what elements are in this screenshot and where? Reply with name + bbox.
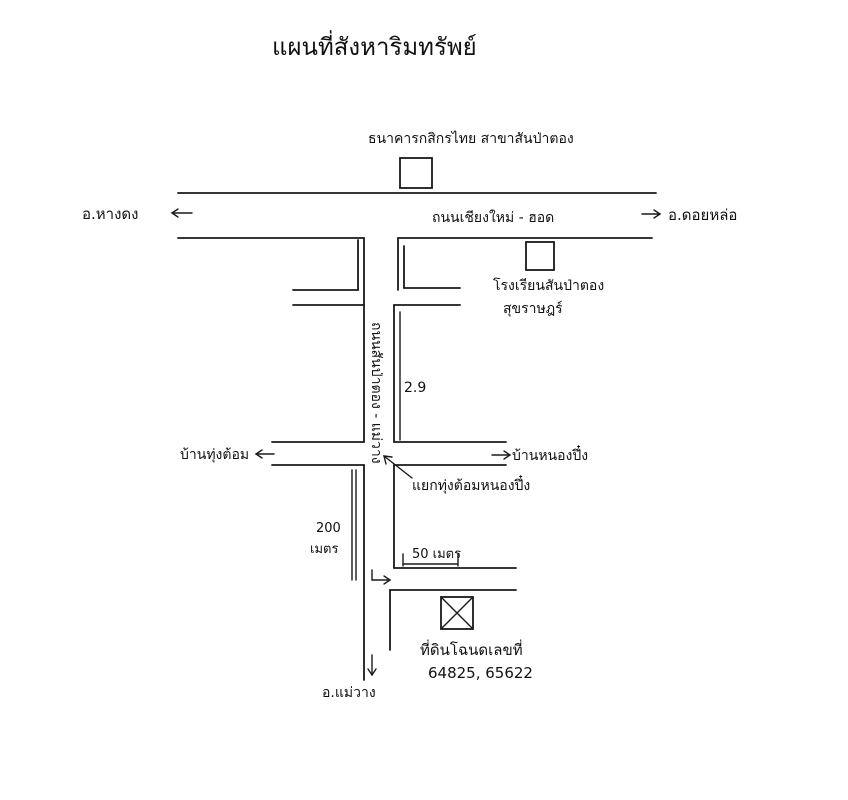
side-road-label: ถนนสันป่าตอง - แม่วาง [368, 322, 384, 464]
south-arrow-head [367, 668, 377, 677]
distance-200-number: 200 [316, 521, 341, 536]
distance-200-unit: เมตร [310, 542, 338, 557]
main-road-label: ถนนเชียงใหม่ - ฮอด [432, 209, 554, 226]
junction-label: แยกทุ่งต้อมหนองปึ๋ง [412, 475, 530, 494]
property-parcel [440, 596, 474, 630]
school-label-line1: โรงเรียนสันป่าตอง [493, 277, 604, 294]
to-south-label: อ.แม่วาง [322, 685, 376, 701]
turn-arrow-head [383, 575, 392, 585]
to-west-label: อ.หางดง [82, 205, 138, 223]
west-arrow-head [170, 208, 179, 218]
village-east-arrow-head [503, 450, 512, 460]
distance-2-9-label: 2.9 [404, 380, 426, 396]
property-label-line2: 64825, 65622 [428, 664, 533, 682]
village-west-label: บ้านทุ่งต้อม [180, 447, 249, 463]
east-arrow-head [653, 209, 662, 219]
to-east-label: อ.ดอยหล่อ [668, 206, 737, 224]
junction-pointer-head [383, 455, 393, 465]
school-label-line2: สุขราษฎร์ [503, 300, 563, 317]
village-west-arrow-head [254, 449, 263, 459]
map-title: แผนที่สังหาริมทรัพย์ [272, 30, 477, 61]
village-east-label: บ้านหนองปึ๋ง [512, 445, 588, 464]
property-label-line1: ที่ดินโฉนดเลขที่ [420, 639, 523, 659]
property-cross-2 [440, 596, 474, 630]
bank-building [399, 157, 433, 189]
distance-50-label: 50 เมตร [412, 547, 461, 562]
school-building [525, 241, 555, 271]
junction-pointer [383, 455, 413, 479]
bank-label: ธนาคารกสิกรไทย สาขาสันป่าตอง [368, 130, 574, 147]
